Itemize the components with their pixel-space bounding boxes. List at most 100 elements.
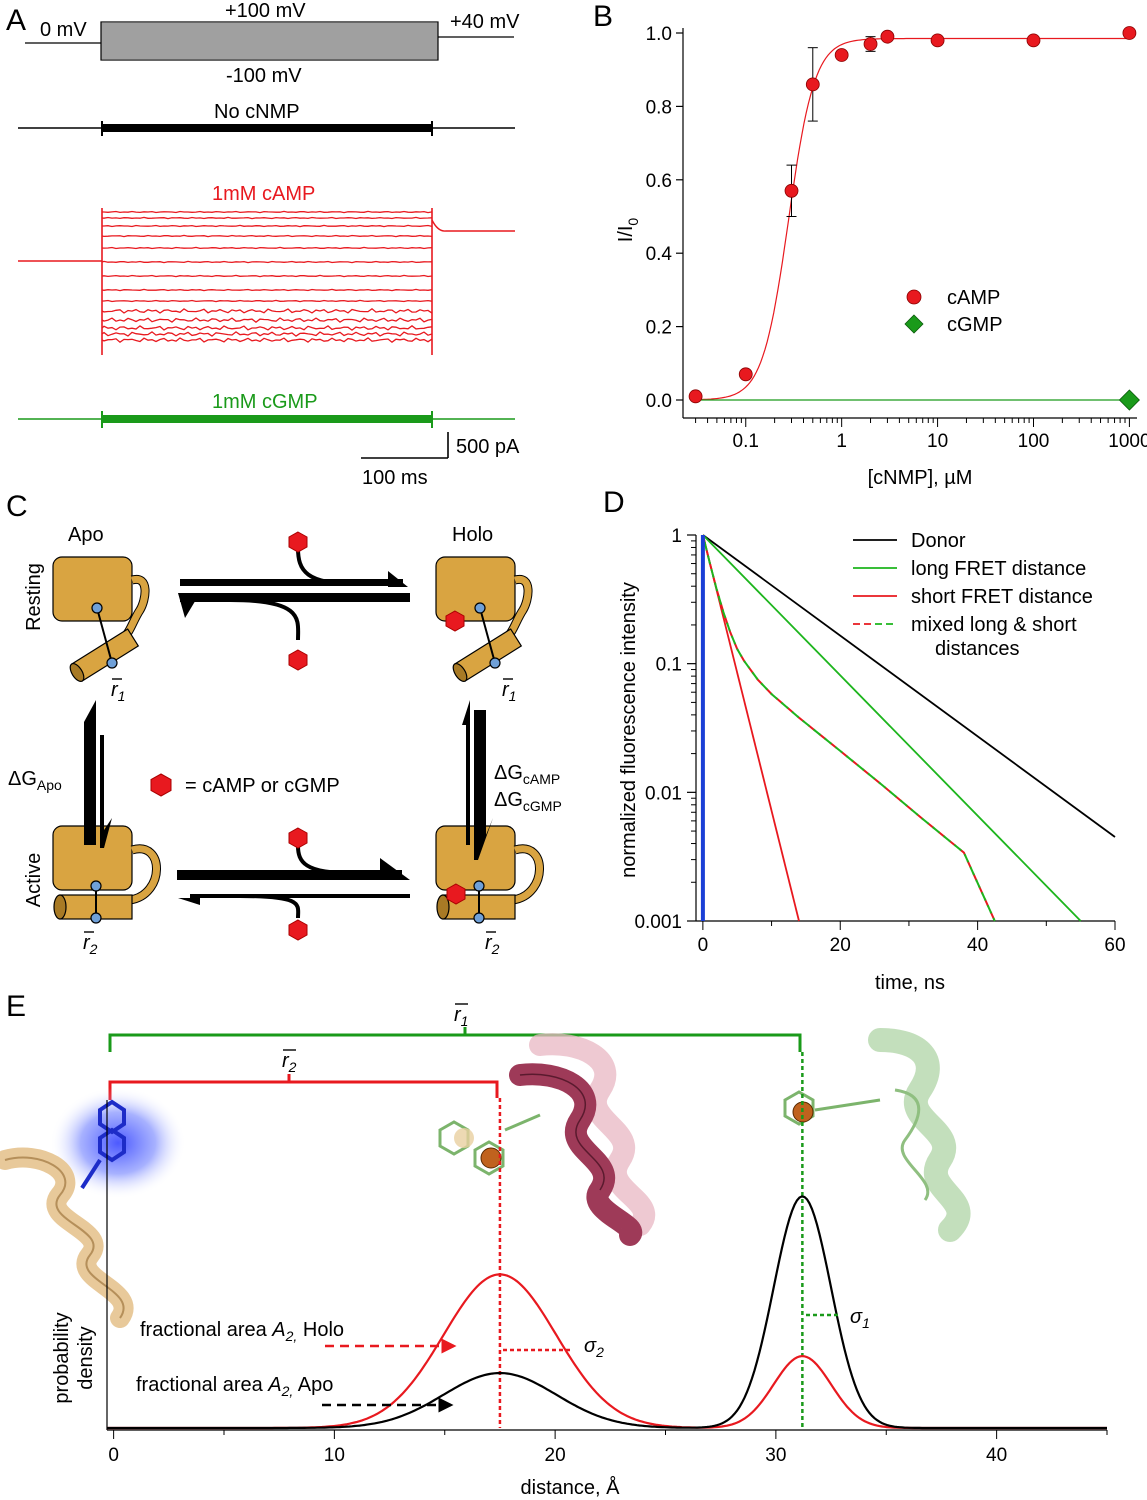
annotation-apo-label: fractional area A2, Apo	[136, 1374, 333, 1399]
apo-acceptor-image	[783, 1028, 971, 1242]
apo-resting-cartoon: r1	[52, 556, 150, 704]
trace-cgmp: 1mM cGMP	[18, 391, 515, 428]
plot-b-ylabel: I/I0	[615, 218, 641, 243]
sigma1-label: σ1	[850, 1306, 870, 1331]
plot-e-xtick-label: 0	[108, 1445, 119, 1466]
trace-label-cgmp: 1mM cGMP	[212, 391, 318, 413]
camp-current-sweep	[101, 317, 433, 324]
plot-d-ytick-label: 1	[671, 526, 682, 547]
voltage-protocol: 0 mV +100 mV -100 mV +40 mV	[25, 0, 520, 87]
camp-data-point	[1122, 26, 1137, 40]
equilibrium-top	[178, 531, 410, 671]
trace-camp: 1mM cAMP	[18, 183, 515, 355]
protocol-step-lines	[101, 23, 438, 61]
annotation-sigma1: σ1	[806, 1306, 870, 1331]
plot-d-ylabel: normalized fluorescence intensity	[618, 582, 640, 878]
legend-label-long: long FRET distance	[911, 558, 1086, 580]
label-r2-holo: r2	[485, 932, 500, 957]
legend-marker-camp	[906, 289, 922, 305]
camp-current-sweep	[102, 224, 433, 228]
panel-a: A 0 mV +100 mV -100 mV +40 mV No cNMP 1m…	[6, 0, 520, 489]
plot-e-xtick-label: 40	[986, 1445, 1007, 1466]
holo-active-cartoon: r2	[435, 825, 544, 957]
camp-current-sweep	[101, 260, 433, 264]
panel-letter-e: E	[6, 990, 26, 1023]
label-dg-cgmp: ΔGcGMP	[494, 789, 562, 814]
plot-d-xtick-label: 0	[698, 935, 709, 956]
camp-data-point	[834, 48, 849, 62]
bracket-r2: r2	[108, 1049, 499, 1100]
label-active: Active	[23, 853, 45, 907]
top-step-label: +100 mV	[225, 0, 306, 22]
plot-b-xtick-label: 0.1	[733, 431, 759, 452]
label-dg-apo: ΔGApo	[8, 768, 62, 793]
plot-d-legend: Donor long FRET distance short FRET dist…	[853, 530, 1093, 660]
equilibrium-right: ΔGcAMP ΔGcGMP	[462, 700, 562, 860]
plot-e-xlabel: distance, Å	[521, 1476, 621, 1499]
plot-b-xtick-label: 1000	[1108, 431, 1147, 452]
ligand-legend-label: = cAMP or cGMP	[185, 775, 340, 797]
camp-current-sweep	[101, 307, 433, 314]
plot-b-xtick-label: 100	[1018, 431, 1050, 452]
ligand-icon	[288, 919, 308, 941]
annotation-sigma2: σ2	[503, 1335, 604, 1360]
plot-d-ytick-label: 0.001	[634, 912, 682, 933]
camp-current-sweep	[101, 274, 433, 278]
plot-e-xtick-label: 10	[324, 1445, 345, 1466]
label-r1-apo: r1	[111, 679, 125, 704]
camp-data-point	[805, 77, 820, 92]
label-r2-apo: r2	[83, 932, 98, 957]
holo-acceptor-image	[438, 1033, 655, 1246]
camp-current-sweep	[101, 288, 433, 292]
bracket-r2-label: r2	[282, 1050, 297, 1075]
plot-b-legend: cAMP cGMP	[904, 287, 1003, 336]
plot-b-xtick-label: 1	[836, 431, 847, 452]
donor-helix-image	[0, 1087, 186, 1328]
camp-current-sweep	[101, 234, 433, 238]
camp-current-sweep	[101, 331, 433, 337]
tail-potential-label: +40 mV	[450, 11, 520, 33]
camp-data-point	[688, 389, 703, 404]
ligand-icon	[288, 531, 308, 553]
annotation-apo-area: fractional area A2, Apo	[136, 1374, 454, 1413]
apo-distribution-curve	[107, 1195, 1107, 1430]
bracket-r1-label: r1	[454, 1004, 468, 1029]
trace-no-cnmp: No cNMP	[18, 101, 515, 136]
camp-data-point	[863, 37, 878, 51]
annotation-holo-area: fractional area A2, Holo	[140, 1319, 457, 1354]
panel-e: E r1 r2	[0, 990, 1108, 1499]
plot-d-xtick-label: 60	[1104, 935, 1125, 956]
bracket-r1: r1	[108, 1003, 802, 1052]
legend-label-short: short FRET distance	[911, 586, 1093, 608]
plot-b-xlabel: [cNMP], µM	[868, 467, 973, 489]
camp-data-point	[784, 183, 799, 198]
label-r1-holo: r1	[502, 679, 516, 704]
plot-b-ytick-label: 0.4	[646, 244, 673, 265]
legend-label-donor: Donor	[911, 530, 966, 552]
ligand-icon	[288, 827, 308, 849]
mixed-decay-line-overlay	[701, 534, 996, 922]
legend-label-cgmp: cGMP	[947, 314, 1003, 336]
apo-active-cartoon: r2	[52, 825, 161, 957]
plot-b-ytick-label: 0.8	[646, 97, 672, 118]
camp-data-point	[1026, 33, 1041, 48]
scale-current-label: 500 pA	[456, 436, 520, 458]
camp-current-sweep	[102, 210, 433, 214]
bottom-step-label: -100 mV	[226, 65, 302, 87]
label-resting: Resting	[23, 563, 45, 631]
plot-d-ytick-label: 0.1	[656, 655, 682, 676]
plot-e-xtick-label: 20	[545, 1445, 566, 1466]
donor-decay-line	[702, 534, 1116, 838]
camp-current-family	[101, 210, 433, 344]
panel-letter-d: D	[603, 486, 625, 519]
plot-b-xtick-label: 10	[927, 431, 948, 452]
scale-time-label: 100 ms	[362, 467, 428, 489]
plot-b-ytick-label: 1.0	[646, 24, 672, 45]
